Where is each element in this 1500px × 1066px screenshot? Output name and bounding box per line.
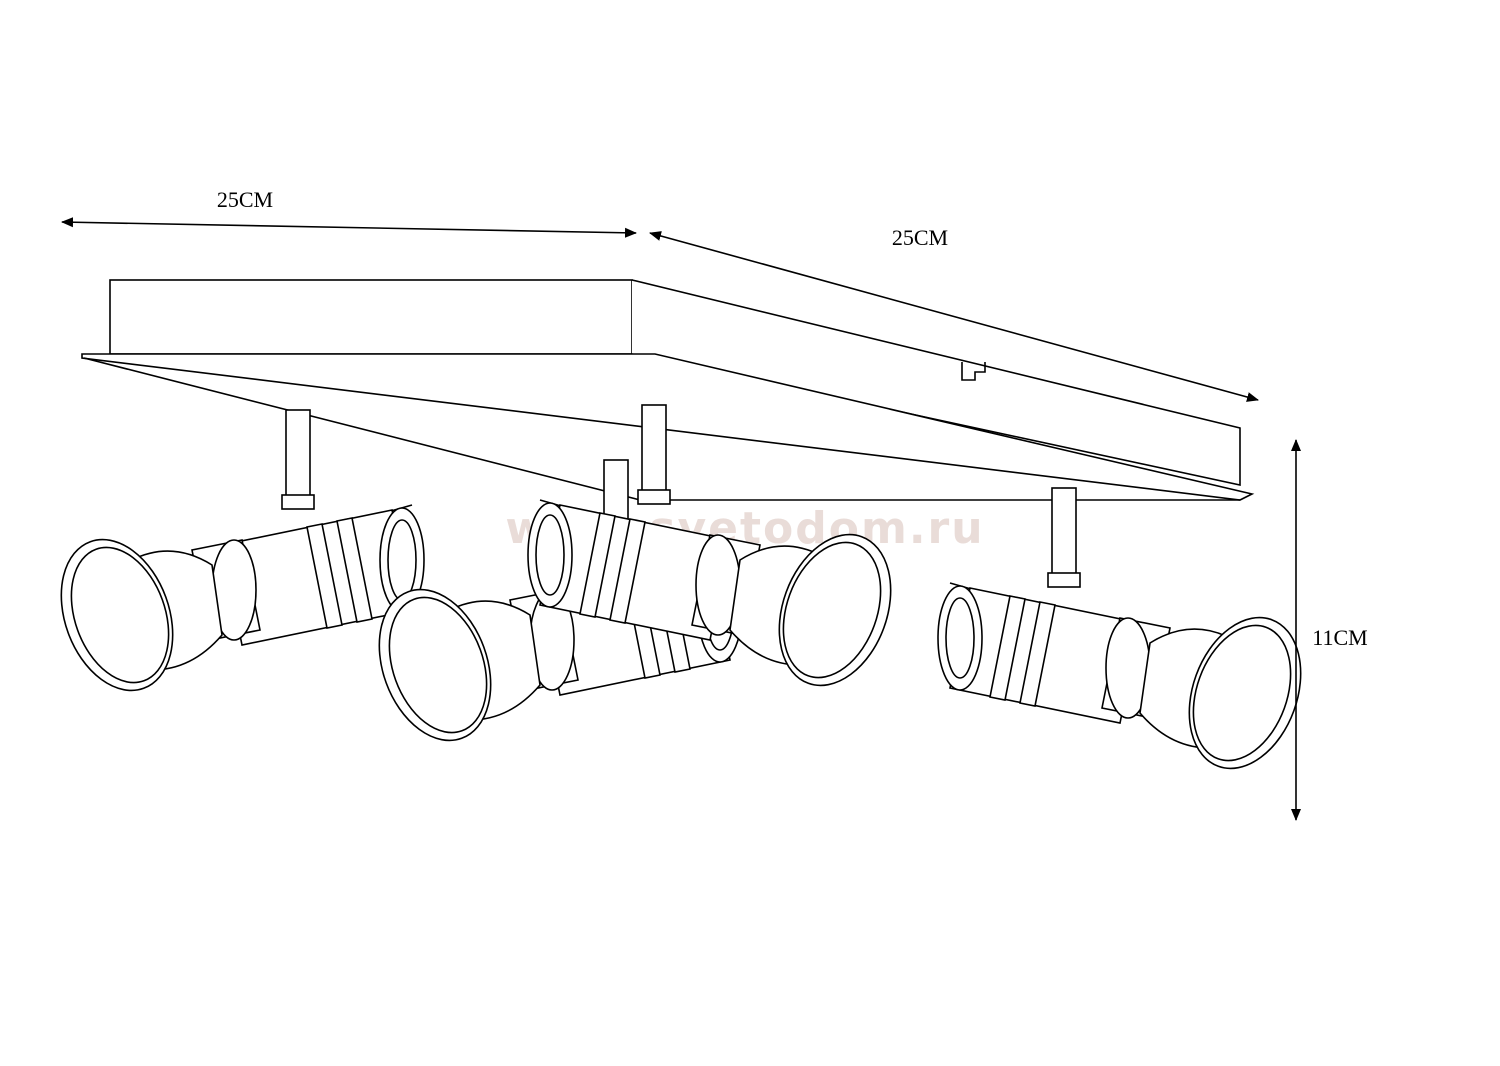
height-dimension: 11CM [1291,439,1368,821]
spotlight-left [40,409,425,707]
spotlight-right [937,487,1322,785]
depth-dimension: 25CM [649,225,1259,402]
depth-label: 25CM [892,225,948,250]
width-dimension: 25CM [61,187,637,238]
width-label: 25CM [217,187,273,212]
height-label: 11CM [1312,625,1367,650]
ceiling-plate [81,279,1255,501]
